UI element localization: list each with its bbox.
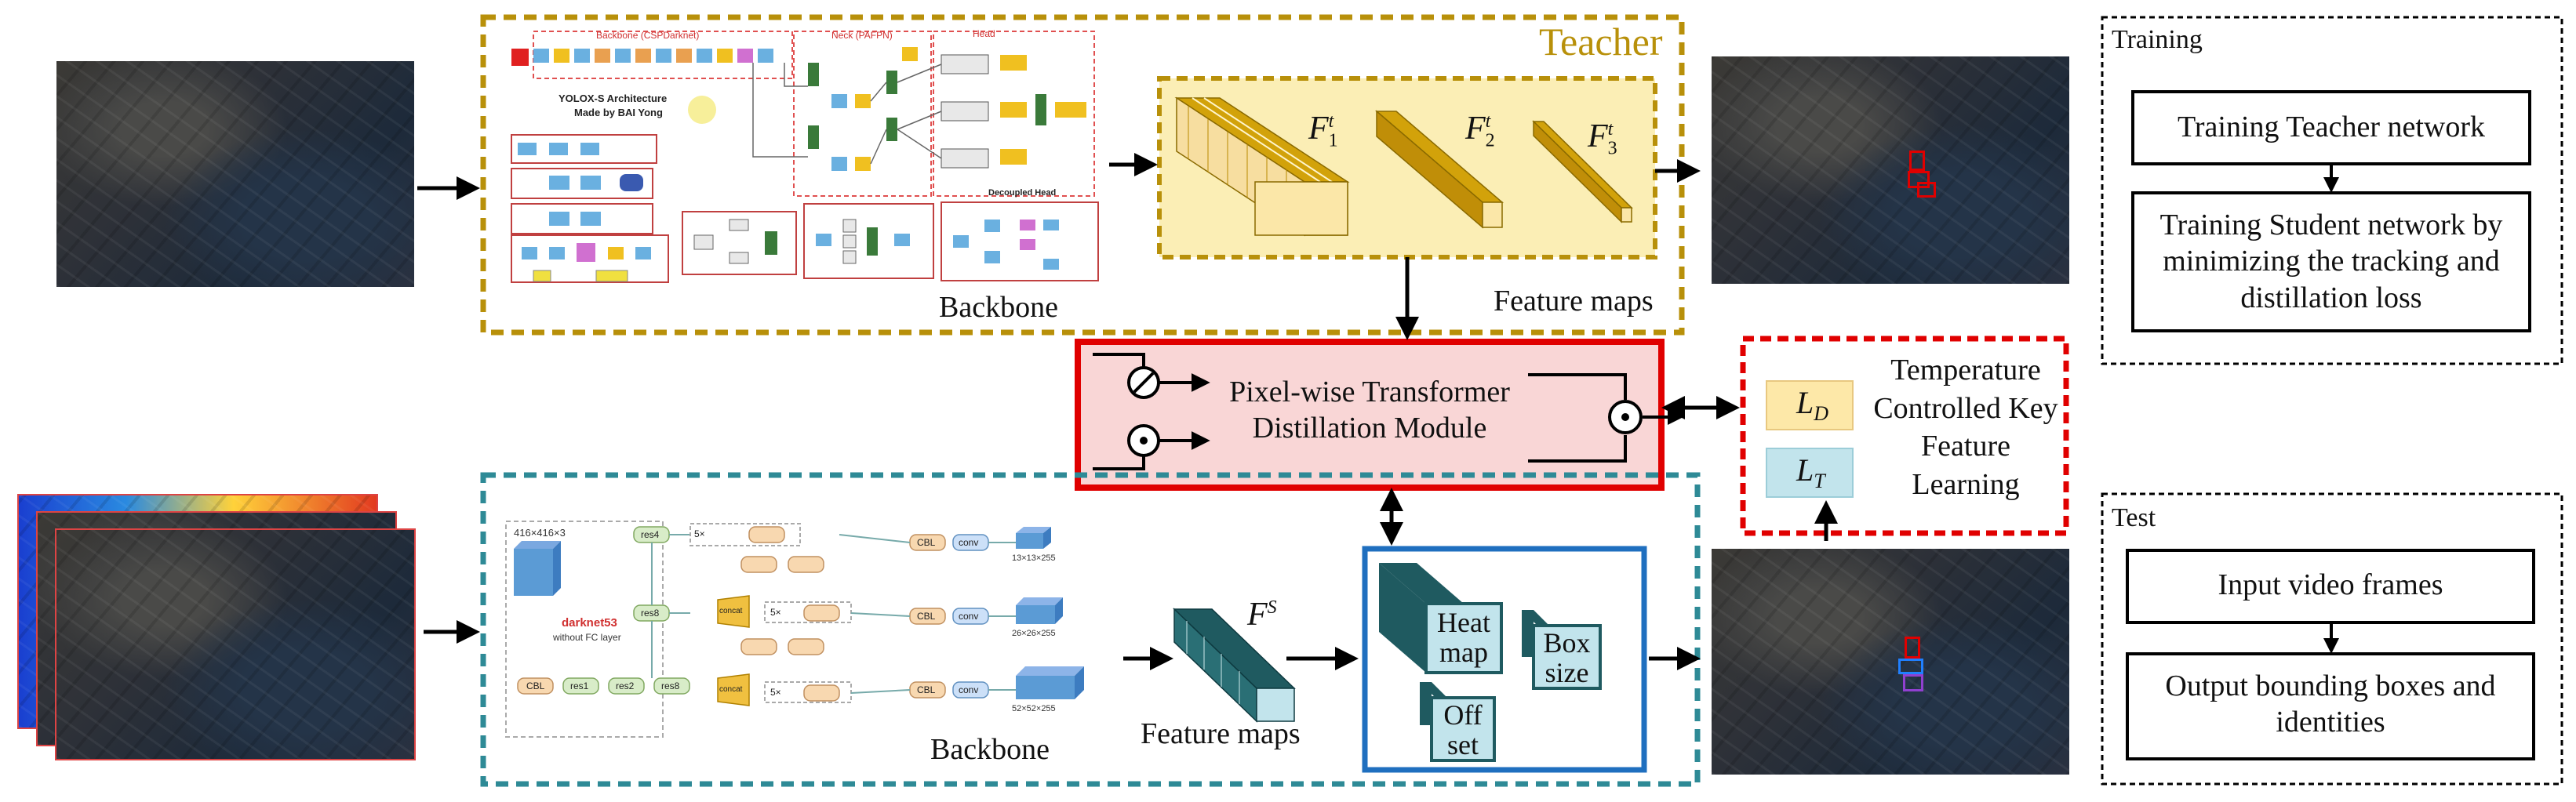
teacher-f1-label: F1t (1308, 111, 1338, 151)
darknet-cbl-out-1: CBL (917, 537, 936, 548)
teacher-f2-label: F2t (1465, 111, 1495, 151)
box-size-label: Box size (1543, 627, 1591, 688)
tracking-box-red-1 (1909, 151, 1925, 171)
student-feature-maps-label: Feature maps (1141, 717, 1301, 750)
test-step1-box (2126, 549, 2535, 624)
student-output-image (1712, 549, 2069, 775)
darknet-block-res1: res1 (570, 680, 589, 691)
flow-arrows (417, 153, 1838, 670)
darknet-repeat-2: 5× (770, 607, 781, 618)
darknet-block-res2: res2 (616, 680, 635, 691)
loss-region (1740, 336, 2069, 536)
heat-map-stack (1379, 563, 1503, 674)
darknet-name: darknet53 (562, 616, 617, 630)
teacher-feature-f3-cube (1532, 120, 1633, 223)
student-feature-cube (1173, 608, 1296, 723)
loss-d-box (1766, 380, 1854, 430)
yolox-architecture-thumbnail (510, 24, 1099, 290)
darknet-concat-1: concat (719, 607, 743, 615)
teacher-feature-maps-label: Feature maps (1494, 285, 1654, 318)
yolox-arch-line2: Made by BAI Yong (574, 107, 663, 118)
distillation-module-text: Pixel-wise Transformer Distillation Modu… (1229, 376, 1510, 445)
training-step1-text: Training Teacher network (2177, 111, 2486, 143)
darknet-repeat-3: 5× (770, 687, 781, 698)
darknet-cbl-out-3: CBL (917, 684, 936, 695)
tracking-box-purple-student (1903, 674, 1923, 691)
tracking-box-red-student (1905, 637, 1920, 659)
training-step2-box (2131, 191, 2531, 332)
heat-map-label: Heat map (1437, 607, 1490, 668)
test-step1-text: Input video frames (2218, 568, 2443, 601)
loss-d-label: LD (1796, 385, 1829, 425)
yolox-arch-line1: YOLOX-S Architecture (558, 93, 668, 104)
darknet-block-cbl: CBL (526, 680, 545, 691)
test-step2-box (2126, 652, 2535, 760)
tracking-box-blue-student (1898, 659, 1923, 674)
darknet-repeat-1: 5× (694, 528, 705, 539)
test-step2-text: Output bounding boxes and identities (2165, 670, 2496, 739)
darknet-conv-out-3: conv (959, 684, 979, 695)
offset-label: Off set (1443, 699, 1483, 760)
darknet-output-13: 13×13×255 (1012, 553, 1056, 563)
teacher-output-image (1712, 56, 2069, 284)
training-step2-text: Training Student network by minimizing t… (2159, 209, 2503, 314)
yolox-backbone-title: Backbone (CSPDarknet) (596, 30, 700, 41)
box-size-stack (1522, 610, 1602, 690)
darknet-concat-2: concat (719, 685, 743, 694)
temperature-label: Temperature Controlled Key Feature Learn… (1873, 354, 2058, 501)
darknet-block-res4: res4 (641, 529, 660, 540)
teacher-f3-label: F3t (1588, 118, 1617, 159)
student-backbone-label: Backbone (930, 733, 1050, 766)
avg-pool-symbol (1127, 366, 1160, 399)
darknet-conv-out-2: conv (959, 611, 979, 622)
darknet-block-res8-a: res8 (661, 680, 680, 691)
darknet-output-26: 26×26×255 (1012, 629, 1056, 638)
training-panel (2101, 16, 2563, 365)
yolox-decoupled-head: Decoupled Head (988, 188, 1057, 198)
training-title: Training (2112, 25, 2203, 54)
tracking-box-red-3 (1917, 182, 1936, 198)
darknet-architecture-thumbnail (505, 521, 1084, 738)
student-region (480, 472, 1701, 787)
offset-stack (1420, 682, 1496, 762)
darknet-block-res8-b: res8 (641, 608, 660, 619)
dot-product-symbol-right (1608, 400, 1643, 434)
teacher-input-image (56, 61, 414, 287)
distillation-module-box (1075, 339, 1665, 491)
test-title: Test (2112, 503, 2156, 532)
yolox-neck-title: Neck (PAFPN) (831, 30, 893, 41)
student-input-image (55, 528, 416, 760)
darknet-cbl-out-2: CBL (917, 611, 936, 622)
teacher-feature-f2-cube (1374, 110, 1504, 229)
darknet-input-size: 416×416×3 (514, 527, 566, 539)
student-feature-label: FS (1247, 597, 1277, 633)
teacher-backbone-label: Backbone (939, 291, 1058, 324)
teacher-title: Teacher (1539, 20, 1663, 64)
yolox-head-title: Head (973, 28, 995, 39)
loss-t-box (1766, 448, 1854, 498)
test-panel (2101, 492, 2563, 786)
loss-t-label: LT (1796, 452, 1825, 492)
darknet-subtitle: without FC layer (553, 632, 621, 643)
darknet-conv-out-1: conv (959, 537, 979, 548)
dot-product-symbol-left (1127, 424, 1160, 457)
training-step1-box (2131, 90, 2531, 165)
teacher-feature-f1-cube (1174, 96, 1350, 237)
darknet-output-52: 52×52×255 (1012, 704, 1056, 713)
